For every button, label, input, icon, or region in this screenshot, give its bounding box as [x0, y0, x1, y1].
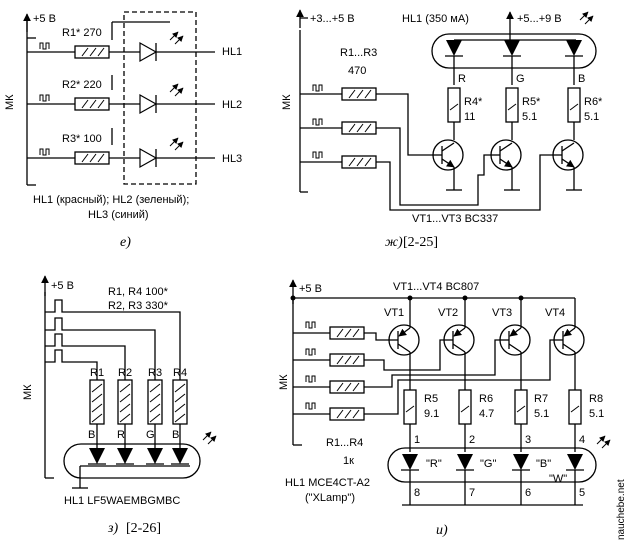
pin2: 2	[469, 434, 475, 446]
r13-label: R1...R3	[340, 47, 377, 59]
pin-g: G	[516, 73, 525, 85]
hl1-label: HL1 (350 мА)	[402, 13, 469, 25]
vt4-label: VT4	[545, 307, 565, 319]
mk-label: МК	[278, 374, 290, 390]
r14-value: 1к	[343, 455, 354, 467]
r3-label: R3	[148, 367, 162, 379]
panel-e: +5 В МК	[4, 11, 242, 250]
note-line-2: HL3 (синий)	[88, 209, 149, 221]
mk-label: МК	[281, 94, 293, 110]
hl2-label: HL2	[222, 99, 242, 111]
r14-label: R1...R4	[326, 437, 363, 449]
rvals-line-1: R1, R4 100*	[108, 286, 169, 298]
ref-z: [2-26]	[126, 521, 161, 536]
caption-e: е)	[120, 235, 131, 250]
pin7: 7	[469, 487, 475, 499]
channel-2	[27, 84, 215, 114]
hl3-label: HL3	[222, 153, 242, 165]
r4-label: R4	[173, 367, 187, 379]
r5-value: 5.1	[522, 111, 537, 123]
pin-b: B	[578, 73, 585, 85]
r2-label: R2* 220	[62, 79, 102, 91]
led-package-outline	[387, 447, 597, 483]
supply-label: +5 В	[299, 283, 322, 295]
r6-value: 4.7	[479, 408, 494, 420]
r1-label: R1	[90, 367, 104, 379]
hl-label: HL1 MCE4CT-A2	[285, 477, 370, 489]
pin3: G	[146, 429, 155, 441]
pin6: 6	[525, 487, 531, 499]
led-w-label: "W"	[549, 473, 567, 485]
caption-i: и)	[436, 523, 448, 538]
caption-zh: ж)	[385, 235, 403, 250]
pin1: 1	[414, 434, 420, 446]
r7-label: R7	[534, 393, 548, 405]
led-package-outline	[63, 443, 201, 479]
led-package-outline	[123, 11, 197, 185]
led-b-label: "B"	[536, 458, 551, 470]
channel-1	[27, 32, 215, 62]
led-package-outline	[431, 33, 597, 69]
watermark: nauchebe.net	[616, 479, 627, 540]
ref-zh: [2-25]	[403, 235, 438, 250]
pin3: 3	[525, 434, 531, 446]
panel-z: +5 В МК R1, R4 100* R2, R3 330* R1 R2 R3…	[22, 275, 216, 536]
pin1: B	[88, 429, 95, 441]
supply-right-label: +5...+9 В	[517, 13, 562, 25]
xlamp-label: ("XLamp")	[305, 492, 355, 504]
pin8: 8	[414, 487, 420, 499]
vt2-label: VT2	[438, 307, 458, 319]
supply-left-label: +3...+5 В	[310, 13, 355, 25]
rvals-line-2: R2, R3 330*	[108, 300, 169, 312]
pin-r: R	[458, 73, 466, 85]
led-g-label: "G"	[480, 458, 496, 470]
vt-label: VT1...VT3 BC337	[412, 213, 498, 225]
hl-label: HL1 LF5WAEMBGMBC	[64, 495, 180, 507]
vt3-label: VT3	[492, 307, 512, 319]
r4-label: R4*	[464, 96, 483, 108]
pin5: 5	[579, 487, 585, 499]
r3-label: R3* 100	[62, 133, 102, 145]
r2-label: R2	[118, 367, 132, 379]
r8-value: 5.1	[589, 408, 604, 420]
vt-label: VT1...VT4 BC807	[393, 281, 479, 293]
led-r-label: "R"	[426, 458, 442, 470]
r4-value: 11	[464, 111, 475, 123]
r7-value: 5.1	[534, 408, 549, 420]
pin4: B	[172, 429, 179, 441]
hl1-label: HL1	[222, 46, 242, 58]
vt1-label: VT1	[384, 307, 404, 319]
pin4: 4	[579, 434, 585, 446]
supply-label: +5 В	[33, 13, 56, 25]
panel-i: +5 В VT1...VT4 BC807 МК VT1 VT2 VT3 VT4 …	[278, 279, 610, 538]
note-line-1: HL1 (красный); HL2 (зеленый);	[33, 194, 189, 206]
panel-zh: +3...+5 В МК HL1 (350 мА) +5...+9 В R G …	[281, 9, 603, 250]
r5-label: R5	[424, 393, 438, 405]
r6-label: R6	[479, 393, 493, 405]
supply-label: +5 В	[51, 280, 74, 292]
r8-label: R8	[589, 393, 603, 405]
r5-value: 9.1	[424, 408, 439, 420]
channel-3	[27, 138, 215, 168]
r6-value: 5.1	[584, 111, 599, 123]
mk-label: МК	[22, 384, 34, 400]
caption-z: з)	[107, 521, 118, 536]
r1-label: R1* 270	[62, 27, 102, 39]
pin2: R	[117, 429, 125, 441]
r6-label: R6*	[584, 96, 603, 108]
mk-label: МК	[4, 94, 16, 110]
r13-value: 470	[348, 65, 366, 77]
r5-label: R5*	[522, 96, 541, 108]
